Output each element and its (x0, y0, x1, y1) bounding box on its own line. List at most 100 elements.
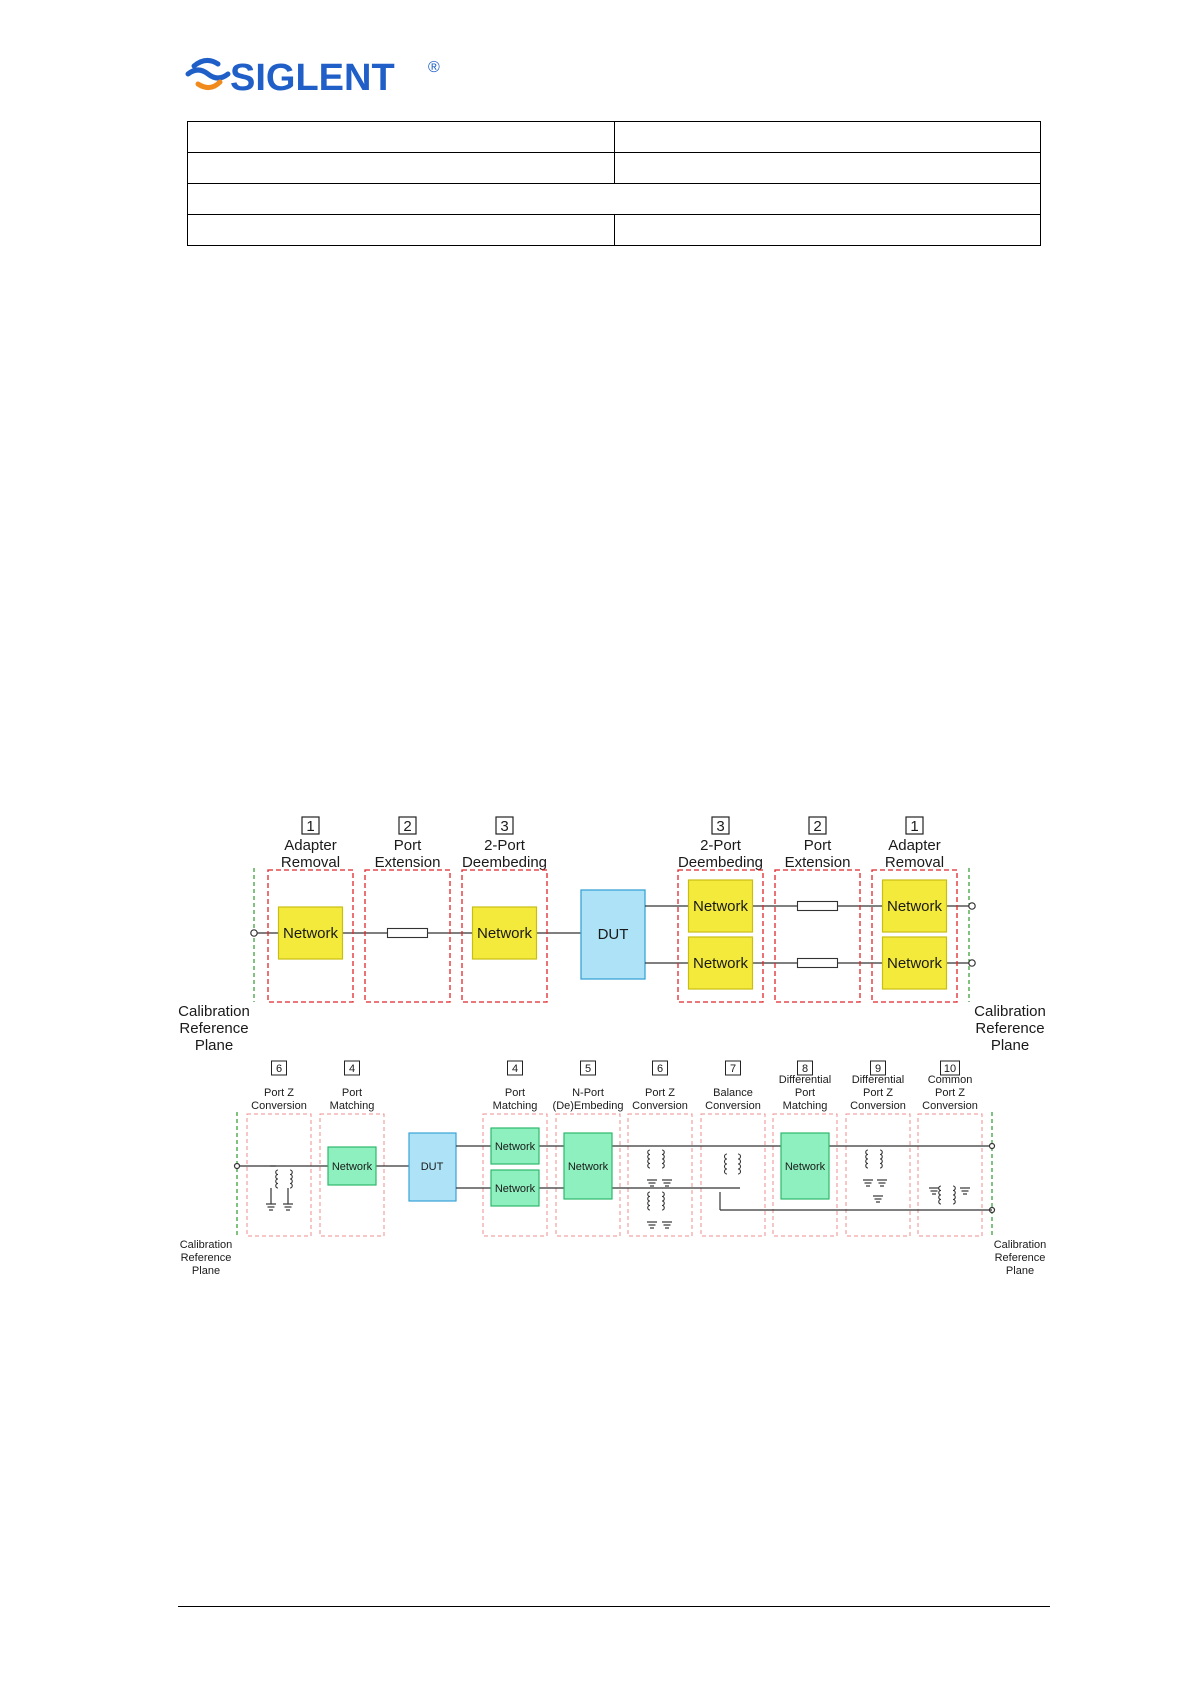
block-title-line2: Deembeding (462, 854, 547, 871)
terminal-node (968, 959, 976, 967)
ground-icon (283, 1203, 293, 1211)
step-number: 2 (403, 818, 411, 835)
top-diagram: 1AdapterRemovalNetwork2PortExtension32-P… (178, 816, 1046, 1054)
reference-plane-label: Calibration (178, 1003, 250, 1020)
step-number-box (725, 1060, 741, 1076)
step-number-box (870, 1060, 886, 1076)
block-title-line1: Adapter (284, 837, 337, 854)
transmission-line-icon (386, 927, 429, 939)
reference-plane-label: Reference (995, 1252, 1046, 1264)
step-number-box (301, 816, 320, 835)
reference-plane-label: Reference (975, 1020, 1044, 1037)
table-cell (187, 152, 615, 184)
step-number: 1 (910, 818, 918, 835)
secondary-coil (289, 1169, 293, 1189)
step-number-box (271, 1060, 287, 1076)
dashed-block-boundary (871, 869, 958, 1003)
footer-divider (178, 1606, 1050, 1607)
dashed-block-boundary (774, 869, 861, 1003)
dashed-block-boundary (772, 1113, 838, 1237)
network-label: Network (785, 1161, 826, 1173)
dut-label: DUT (421, 1161, 444, 1173)
reference-plane-label: Calibration (180, 1239, 233, 1251)
secondary-coil (952, 1185, 956, 1205)
ground-icon (647, 1221, 657, 1229)
reference-plane-label: Plane (192, 1265, 220, 1277)
step-number-box (507, 1060, 523, 1076)
network-block (687, 936, 754, 990)
block-title-line: Conversion (251, 1100, 307, 1112)
port-z-transformer-icon (275, 1169, 293, 1189)
reference-plane-label: Plane (991, 1037, 1029, 1054)
terminal-node (233, 1162, 241, 1170)
block-title-line: Port (505, 1087, 525, 1099)
network-label: Network (495, 1141, 536, 1153)
secondary-coil (661, 1191, 665, 1211)
block-title-line2: Extension (785, 854, 851, 871)
dashed-block-boundary (555, 1113, 621, 1237)
dashed-block-boundary (267, 869, 354, 1003)
network-block (471, 906, 538, 960)
table-cell (187, 214, 615, 246)
secondary-coil (879, 1149, 883, 1169)
block-title-line1: Adapter (888, 837, 941, 854)
block-title-line: N-Port (572, 1087, 604, 1099)
ground-icon (873, 1195, 883, 1203)
network-label: Network (477, 925, 533, 942)
reference-plane-label: Plane (1006, 1265, 1034, 1277)
network-label: Network (887, 955, 943, 972)
network-block (881, 936, 948, 990)
ground-icon (929, 1187, 939, 1195)
dashed-block-boundary (364, 869, 451, 1003)
block-title-line: Port (795, 1087, 815, 1099)
transmission-line-icon (796, 900, 839, 912)
ground-icon (266, 1203, 276, 1211)
dashed-block-boundary (482, 1113, 548, 1237)
ground-icon (960, 1187, 970, 1195)
ground-icon (662, 1179, 672, 1187)
block-title-line1: Port (804, 837, 832, 854)
table-row (187, 214, 1041, 246)
block-title-line: Common (928, 1074, 973, 1086)
block-title-line1: 2-Port (484, 837, 526, 854)
step-number-box (495, 816, 514, 835)
dashed-block-boundary (627, 1113, 693, 1237)
primary-coil (647, 1191, 651, 1211)
step-number: 7 (730, 1063, 736, 1075)
step-number: 10 (944, 1063, 956, 1075)
step-number: 3 (716, 818, 724, 835)
port-z-transformer-icon (647, 1149, 665, 1169)
network-label: Network (887, 898, 943, 915)
network-label: Network (283, 925, 339, 942)
step-number: 8 (802, 1063, 808, 1075)
terminal-node (968, 902, 976, 910)
block-title-line2: Removal (885, 854, 944, 871)
network-block (490, 1169, 540, 1207)
primary-coil (865, 1149, 869, 1169)
reference-plane-label: Calibration (974, 1003, 1046, 1020)
step-number-box (580, 1060, 596, 1076)
step-number-box (905, 816, 924, 835)
network-block (327, 1146, 377, 1186)
block-title-line: Conversion (850, 1100, 906, 1112)
step-number-box (808, 816, 827, 835)
step-number-box (940, 1060, 960, 1076)
network-block (780, 1132, 830, 1200)
reference-plane-label: Plane (195, 1037, 233, 1054)
step-number: 9 (875, 1063, 881, 1075)
dashed-block-boundary (917, 1113, 983, 1237)
dashed-block-boundary (461, 869, 548, 1003)
dashed-block-boundary (246, 1113, 312, 1237)
dut-block (580, 889, 646, 980)
logo-swirl-icon (185, 58, 231, 90)
ground-icon (877, 1179, 887, 1187)
step-number-box (711, 816, 730, 835)
primary-coil (647, 1149, 651, 1169)
ground-icon (647, 1179, 657, 1187)
transmission-line-icon (796, 957, 839, 969)
balance-transformer-icon (723, 1153, 742, 1175)
ground-icon (863, 1179, 873, 1187)
block-title-line: Port Z (863, 1087, 893, 1099)
table-cell (187, 183, 1041, 215)
table-row (187, 183, 1041, 215)
